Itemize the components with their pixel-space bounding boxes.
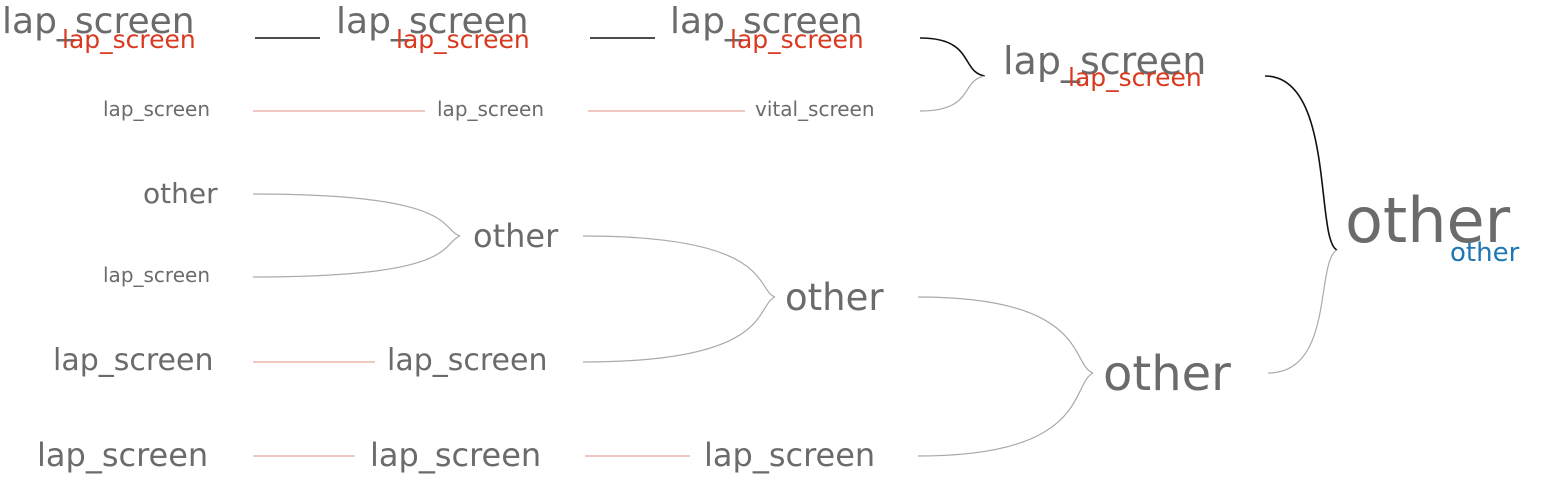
node-r5c1: lap_screen: [53, 343, 214, 378]
node-l3-mid: other: [785, 276, 884, 319]
edge-r2c3-l2top: [919, 75, 986, 112]
edge-r6c3-l4other: [917, 372, 1094, 457]
edge-r5c2-l3mid: [582, 296, 776, 363]
node-r2c1: lap_screen: [103, 97, 210, 121]
node-root: other: [1345, 184, 1511, 257]
node-r4c1: lap_screen: [103, 263, 210, 287]
prediction-root: other: [1450, 238, 1520, 268]
edge-l4other-root: [1267, 249, 1338, 374]
node-r3c1: other: [143, 177, 218, 210]
prediction-r1c1: lap_screen: [62, 25, 196, 54]
edge-r1c3-l2top: [919, 37, 986, 77]
node-l4-other: other: [1103, 346, 1231, 402]
edge-r3c1-l2bottom: [252, 193, 461, 237]
node-r1c3: lap_screen: [670, 1, 863, 42]
node-r2c3: vital_screen: [755, 97, 875, 121]
node-l2-top: lap_screen: [1003, 39, 1207, 83]
edge-l2top-root: [1264, 75, 1338, 251]
edge-l2bottom-l3mid: [582, 235, 776, 298]
node-r1c1: lap_screen: [2, 1, 195, 42]
edge-r4c1-l2bottom: [252, 235, 461, 278]
prediction-l2-top: lap_screen: [1068, 63, 1202, 92]
node-r2c2: lap_screen: [437, 97, 544, 121]
node-l2-bottom: other: [473, 217, 559, 255]
edge-l3mid-l4other: [917, 296, 1094, 374]
node-r1c2: lap_screen: [336, 1, 529, 42]
node-r6c1: lap_screen: [37, 436, 209, 474]
node-r6c2: lap_screen: [370, 436, 542, 474]
prediction-r1c2: lap_screen: [396, 25, 530, 54]
prediction-r1c3: lap_screen: [730, 25, 864, 54]
node-r6c3: lap_screen: [704, 436, 876, 474]
node-r5c2: lap_screen: [387, 343, 548, 378]
